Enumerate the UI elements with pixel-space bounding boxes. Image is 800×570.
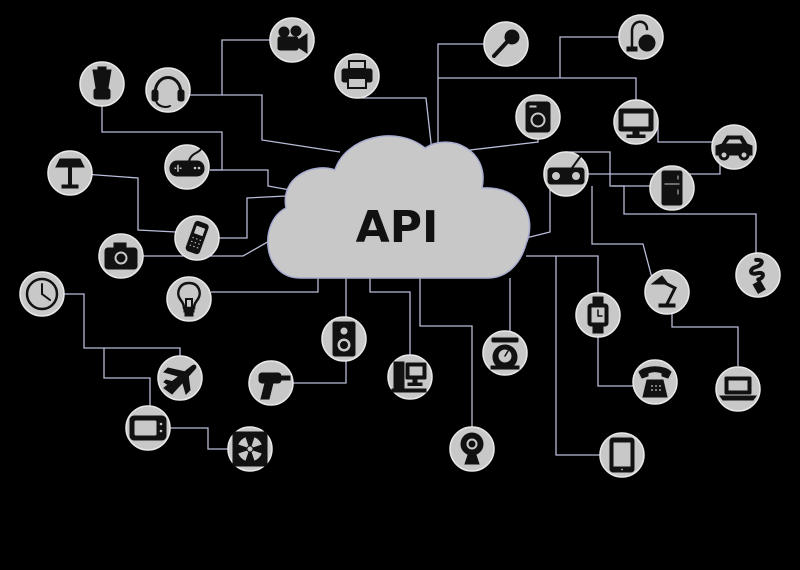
device-node-headset	[145, 67, 191, 113]
connector-line	[211, 276, 319, 293]
connector-line	[559, 36, 641, 78]
connector-line	[170, 427, 228, 450]
monitor-icon	[618, 108, 654, 138]
connector-line	[525, 186, 551, 239]
printer-icon	[341, 60, 373, 89]
device-node-cfl-bulb	[735, 252, 781, 298]
airplane-icon	[163, 364, 197, 395]
connector-line	[597, 337, 633, 387]
device-node-floor-lamp	[47, 150, 93, 196]
device-node-fridge	[649, 165, 695, 211]
device-node-clock	[19, 271, 65, 317]
webcam-icon	[460, 432, 484, 465]
device-node-vacuum	[618, 14, 664, 60]
device-node-speaker	[321, 316, 367, 362]
desktop-computer-icon	[391, 361, 427, 393]
vacuum-cleaner-icon	[626, 20, 656, 52]
gamepad-icon	[169, 148, 205, 177]
kitchen-scale-icon	[490, 337, 520, 370]
device-node-radio	[543, 151, 589, 197]
connector-line	[369, 278, 411, 355]
headset-icon	[151, 76, 185, 108]
device-node-printer	[334, 53, 380, 99]
desk-lamp-icon	[650, 275, 678, 308]
device-node-webcam	[449, 426, 495, 472]
tv-icon	[129, 415, 167, 441]
connector-line	[69, 172, 177, 233]
radio-icon	[547, 156, 585, 185]
device-node-watch	[575, 292, 621, 338]
device-node-airplane	[157, 355, 203, 401]
refrigerator-icon	[661, 170, 683, 206]
connector-line	[190, 39, 292, 96]
device-node-video-camera	[269, 17, 315, 63]
mobile-phone-icon	[185, 220, 209, 255]
video-camera-icon	[277, 25, 308, 54]
device-node-washing-machine	[515, 94, 561, 140]
device-node-car	[711, 124, 757, 170]
laptop-icon	[719, 376, 757, 401]
connector-line	[64, 293, 181, 356]
connector-line	[143, 235, 279, 257]
api-label: API	[356, 202, 439, 253]
device-node-telephone	[632, 359, 678, 405]
device-node-desk-lamp	[644, 269, 690, 315]
connector-line	[419, 278, 473, 427]
connector-line	[222, 94, 341, 153]
device-node-drill	[248, 360, 294, 406]
microphone-icon	[492, 29, 520, 58]
device-node-tv	[125, 405, 171, 451]
connector-line	[526, 255, 599, 293]
blender-icon	[92, 66, 112, 100]
device-node-scale	[482, 330, 528, 376]
device-node-blender	[79, 61, 125, 107]
light-bulb-icon	[177, 281, 201, 317]
telephone-icon	[638, 366, 672, 398]
connector-line	[612, 185, 757, 258]
device-node-mobile-phone	[174, 215, 220, 261]
tablet-icon	[609, 437, 635, 473]
connector-line	[555, 256, 600, 456]
connector-line	[219, 195, 287, 239]
device-node-laptop	[715, 366, 761, 412]
wristwatch-icon	[587, 296, 609, 334]
floor-lamp-icon	[55, 158, 85, 189]
clock-icon	[25, 277, 59, 311]
car-icon	[715, 135, 753, 161]
device-node-fan	[227, 426, 273, 472]
connector-line	[103, 348, 151, 406]
fan-icon	[232, 431, 268, 467]
power-drill-icon	[258, 372, 291, 400]
photo-camera-icon	[104, 242, 138, 270]
cfl-bulb-icon	[749, 257, 766, 295]
device-node-tablet	[599, 432, 645, 478]
connector-line	[293, 361, 347, 384]
speaker-icon	[332, 321, 356, 357]
device-node-photo-camera	[98, 233, 144, 279]
device-node-light-bulb	[166, 276, 212, 322]
api-cloud: API	[267, 135, 531, 279]
device-node-microphone	[483, 21, 529, 67]
connector-line	[591, 186, 653, 279]
device-node-gamepad	[164, 144, 210, 190]
washing-machine-icon	[525, 101, 551, 133]
device-node-monitor	[613, 99, 659, 145]
device-node-desktop	[387, 354, 433, 400]
connector-line	[210, 169, 291, 191]
